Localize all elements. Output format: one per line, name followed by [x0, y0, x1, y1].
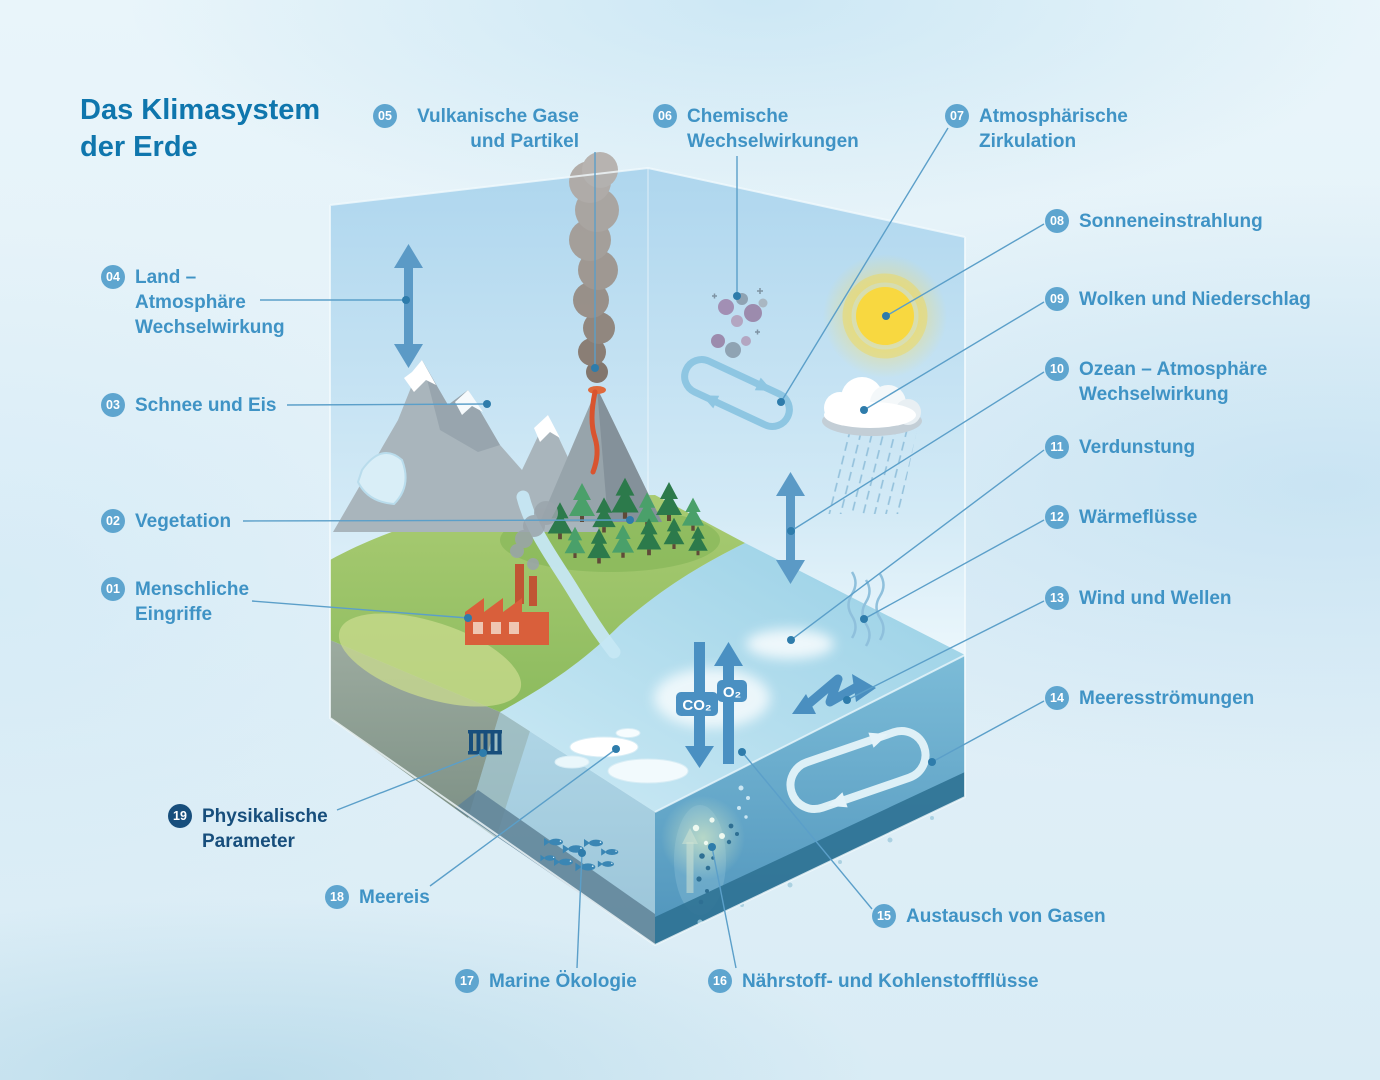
label-16-text: Nährstoff- und Kohlenstoffflüsse [742, 971, 1039, 992]
label-06: 06 Chemische Wechselwirkungen [653, 104, 859, 154]
glacier-icon [356, 451, 407, 506]
label-09-text: Wolken und Niederschlag [1079, 289, 1311, 310]
label-08: 08 Sonneneinstrahlung [1045, 209, 1263, 234]
label-09: 09 Wolken und Niederschlag [1045, 287, 1311, 312]
meadow-patch [338, 613, 522, 707]
label-19-badge: 19 [168, 804, 192, 828]
label-12-text: Wärmeflüsse [1079, 507, 1198, 528]
label-07: 07 Atmosphärische Zirkulation [945, 104, 1128, 154]
land-atmosphere-arrow-icon [394, 244, 423, 368]
label-11-badge: 11 [1045, 435, 1069, 459]
label-10-badge: 10 [1045, 357, 1069, 381]
label-12-badge: 12 [1045, 505, 1069, 529]
label-14: 14 Meeresströmungen [1045, 686, 1254, 711]
title-line-2: der Erde [80, 131, 198, 163]
label-14-text: Meeresströmungen [1079, 688, 1255, 709]
volcano-icon [540, 386, 662, 522]
label-01: 01 Menschliche Eingriffe [101, 577, 249, 627]
label-09-badge: 09 [1045, 287, 1069, 311]
label-04: 04 Land – Atmosphäre Wechselwirkung [101, 265, 285, 340]
label-15: 15 Austausch von Gasen [872, 904, 1106, 929]
volcanic-plume-icon [569, 152, 619, 383]
label-03-text: Schnee und Eis [135, 395, 277, 416]
label-13-text: Wind und Wellen [1079, 588, 1232, 609]
label-08-badge: 08 [1045, 209, 1069, 233]
label-01-text: Menschliche Eingriffe [135, 579, 250, 625]
title-line-1: Das Klimasystem [80, 94, 321, 126]
label-06-badge: 06 [653, 104, 677, 128]
mountains-icon [333, 360, 600, 532]
label-07-text: Atmosphärische Zirkulation [979, 106, 1128, 152]
label-02-badge: 02 [101, 509, 125, 533]
label-08-text: Sonneneinstrahlung [1079, 211, 1263, 232]
label-18-text: Meereis [359, 887, 430, 908]
label-11: 11 Verdunstung [1045, 435, 1195, 460]
label-16: 16 Nährstoff- und Kohlenstoffflüsse [708, 969, 1039, 994]
label-02: 02 Vegetation [101, 509, 231, 534]
factory-icon [465, 564, 549, 645]
label-17-badge: 17 [455, 969, 479, 993]
gas-exchange-arrows-icon: CO₂ O₂ [654, 642, 770, 819]
label-15-text: Austausch von Gasen [906, 906, 1106, 927]
label-03-badge: 03 [101, 393, 125, 417]
label-04-badge: 04 [101, 265, 125, 289]
o2-label: O₂ [723, 684, 741, 701]
label-14-badge: 14 [1045, 686, 1069, 710]
label-04-text: Land – Atmosphäre Wechselwirkung [135, 267, 285, 338]
label-18-badge: 18 [325, 885, 349, 909]
label-17: 17 Marine Ökologie [455, 969, 637, 994]
label-13-badge: 13 [1045, 586, 1069, 610]
label-19: 19 Physikalische Parameter [168, 804, 328, 854]
label-12: 12 Wärmeflüsse [1045, 505, 1197, 530]
label-05-text: Vulkanische Gase und Partikel [417, 106, 579, 152]
label-02-text: Vegetation [135, 511, 232, 532]
label-05: 05 Vulkanische Gase und Partikel [373, 104, 579, 154]
molecule-cluster-icon [711, 288, 768, 358]
label-07-badge: 07 [945, 104, 969, 128]
label-06-text: Chemische Wechselwirkungen [687, 106, 859, 152]
co2-label: CO₂ [682, 697, 711, 714]
label-05-badge: 05 [373, 104, 397, 128]
label-13: 13 Wind und Wellen [1045, 586, 1232, 611]
label-10-text: Ozean – Atmosphäre Wechselwirkung [1079, 359, 1268, 405]
label-15-badge: 15 [872, 904, 896, 928]
label-01-badge: 01 [101, 577, 125, 601]
label-03: 03 Schnee und Eis [101, 393, 276, 418]
page-title: Das Klimasystem der Erde [80, 92, 320, 166]
label-18: 18 Meereis [325, 885, 430, 910]
label-16-badge: 16 [708, 969, 732, 993]
label-11-text: Verdunstung [1079, 437, 1196, 458]
circulation-loop-icon [681, 356, 793, 430]
label-10: 10 Ozean – Atmosphäre Wechselwirkung [1045, 357, 1267, 407]
label-17-text: Marine Ökologie [489, 971, 637, 992]
label-19-text: Physikalische Parameter [202, 806, 328, 852]
